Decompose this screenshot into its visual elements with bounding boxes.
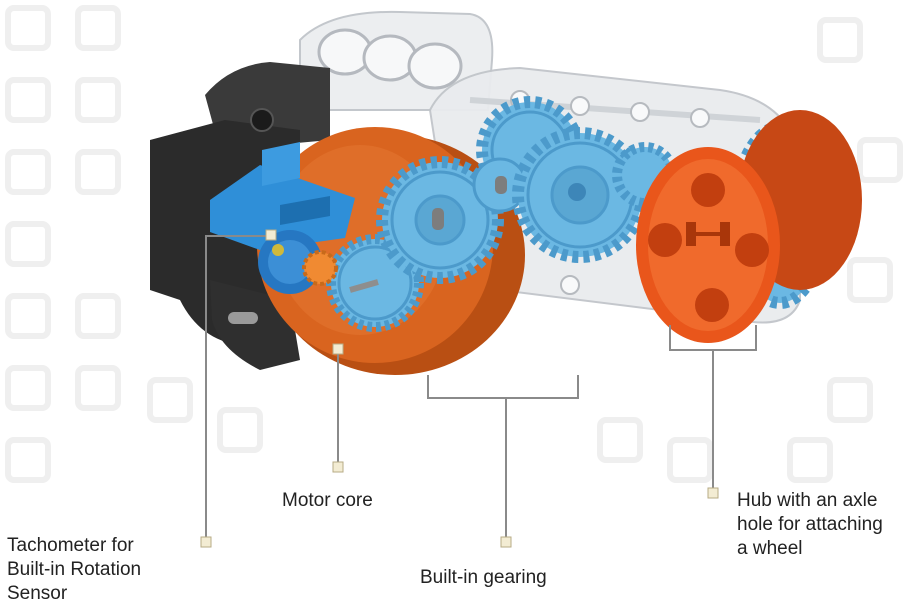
label-hub-line-3: a wheel [737, 538, 803, 559]
label-gearing-line-1: Built-in gearing [420, 567, 547, 588]
tachometer-sensor [210, 142, 355, 294]
label-hub-line-1: Hub with an axle [737, 490, 878, 511]
pinion-gear [302, 250, 338, 286]
label-tachometer-line-3: Sensor [7, 583, 68, 604]
gear-large-right [512, 127, 648, 263]
label-hub: Hub with an axle hole for attaching a wh… [737, 489, 883, 561]
label-tachometer-line-1: Tachometer for [7, 535, 134, 556]
label-motor-core-line-1: Motor core [282, 490, 373, 511]
gear-mid [376, 156, 504, 284]
label-tachometer-line-2: Built-in Rotation [7, 559, 142, 580]
label-hub-line-2: hole for attaching [737, 514, 883, 535]
hub-wheel [636, 110, 862, 343]
clear-housing-top [299, 10, 494, 111]
gear-train [326, 96, 831, 332]
label-motor-core: Motor core [282, 489, 373, 513]
label-gearing: Built-in gearing [420, 566, 547, 590]
label-tachometer: Tachometer for Built-in Rotation Sensor [7, 534, 141, 606]
